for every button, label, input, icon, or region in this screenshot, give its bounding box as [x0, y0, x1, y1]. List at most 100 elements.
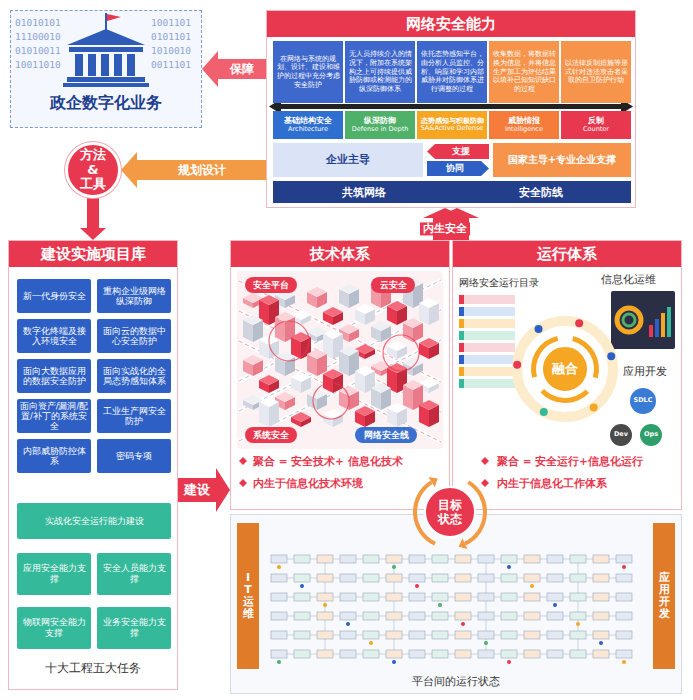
decor-shape: [239, 479, 247, 487]
tag-label-text: 网络安全线: [364, 430, 409, 441]
decor-shape: [317, 292, 327, 308]
tech-panel-text: 内生于信息化技术环境: [253, 475, 363, 491]
decor-shape: [547, 612, 563, 620]
connector-arrow: [218, 59, 266, 79]
definition-box-text: 在网络与系统的规划、设计、建设和维护的过程中充分考虑安全防护: [276, 55, 340, 90]
decor-shape: [501, 593, 517, 601]
decor-shape: [253, 400, 263, 410]
decor-shape: [547, 631, 563, 639]
decor-shape: [459, 367, 464, 376]
decor-shape: [317, 354, 327, 376]
decor-shape: [386, 650, 402, 658]
label-text: 11100010: [15, 31, 61, 42]
project-item: 密码专项: [97, 439, 171, 473]
decor-shape: [386, 593, 402, 601]
decor-shape: [432, 650, 448, 658]
decor-shape: [307, 332, 317, 342]
decor-shape: [363, 593, 379, 601]
decor-shape: [481, 479, 489, 487]
decor-shape: [294, 650, 310, 658]
decor-shape: [323, 329, 343, 339]
decor-shape: [285, 317, 295, 342]
decor-shape: [524, 650, 540, 658]
decor-shape: [355, 406, 375, 416]
lead-box: 企业主导: [273, 143, 423, 177]
decor-shape: [243, 355, 263, 365]
decor-shape: [291, 417, 301, 427]
decor-shape: [409, 650, 425, 658]
slogan-band: 共筑网络安全防线: [273, 181, 631, 203]
decor-shape: [616, 555, 632, 563]
project-item-text: 数字化终端及接入环境安全: [19, 326, 89, 346]
decor-shape: [243, 395, 263, 405]
decor-shape: [501, 612, 517, 620]
target-circle: 目标状态: [424, 486, 476, 538]
decor-shape: [339, 329, 349, 342]
decor-shape: [381, 388, 391, 410]
decor-shape: [394, 559, 395, 654]
decor-shape: [593, 612, 609, 620]
task-item: 实战化安全运行能力建设: [17, 503, 171, 539]
decor-shape: [553, 603, 557, 607]
decor-shape: [429, 343, 439, 359]
definition-box: 在网络与系统的规划、设计、建设和维护的过程中充分考虑安全防护: [273, 41, 343, 103]
decor-shape: [285, 295, 295, 308]
target-circle-text: 目标状态: [437, 498, 463, 527]
decor-shape: [269, 340, 279, 359]
edge-label: 保障: [227, 62, 257, 76]
label-text: 网络安全运行目录: [459, 277, 539, 288]
ops-bar-text: IT运维: [243, 572, 254, 620]
decor-shape: [259, 340, 269, 359]
decor-shape: [340, 650, 356, 658]
cooperate-arrow-text: 协同: [446, 163, 464, 173]
decor-shape: [253, 298, 263, 308]
decor-shape: [243, 360, 253, 376]
decor-shape: [616, 612, 632, 620]
decor-shape: [275, 392, 295, 402]
project-item: 新一代身份安全: [17, 279, 91, 313]
decor-shape: [365, 349, 375, 359]
decor-shape: [484, 641, 488, 645]
decor-shape: [307, 349, 327, 359]
business-box: 政企数字化业务010101011110001001010011100110101…: [10, 10, 202, 128]
fusion-circle-text: 融合: [552, 361, 578, 377]
tag-label-text: 系统安全: [253, 430, 289, 441]
decor-shape: [387, 301, 407, 311]
project-item-text: 面向大数据应用的数据安全防护: [19, 366, 89, 386]
decor-shape: [63, 13, 149, 87]
decor-shape: [271, 597, 631, 598]
state-panel: 平台间的运行状态IT运维应用开发: [230, 514, 682, 694]
decor-shape: [397, 408, 407, 427]
decor-shape: [355, 349, 365, 359]
connector-arrow: [137, 160, 266, 180]
lead-box-text: 企业主导: [326, 153, 370, 166]
tag-label: 云安全: [371, 277, 415, 293]
decor-shape: [438, 603, 442, 607]
decor-shape: [524, 631, 540, 639]
decor-shape: [419, 298, 439, 308]
decor-shape: [371, 361, 391, 371]
decor-shape: [547, 574, 563, 582]
decor-shape: [387, 368, 397, 393]
decor-shape: [387, 408, 397, 427]
decor-shape: [253, 360, 263, 376]
decor-shape: [307, 287, 327, 297]
decor-shape: [291, 310, 311, 320]
connector-arrow: [178, 478, 216, 502]
decor-shape: [501, 631, 517, 639]
decor-shape: [413, 480, 436, 545]
decor-shape: [355, 344, 375, 354]
decor-shape: [409, 631, 425, 639]
decor-shape: [294, 612, 310, 620]
decor-shape: [623, 314, 635, 326]
decor-shape: [655, 319, 659, 337]
decor-shape: [239, 311, 441, 412]
capability-level: 反制Counter: [561, 111, 631, 139]
decor-shape: [459, 291, 675, 487]
label-text: SDLC: [634, 397, 653, 405]
support-arrow-text: 支援: [452, 146, 470, 156]
label-text: 0101101: [151, 31, 191, 42]
project-item-text: 面向实战化的全局态势感知体系: [99, 366, 169, 386]
fusion-circle: 融合: [541, 345, 589, 393]
